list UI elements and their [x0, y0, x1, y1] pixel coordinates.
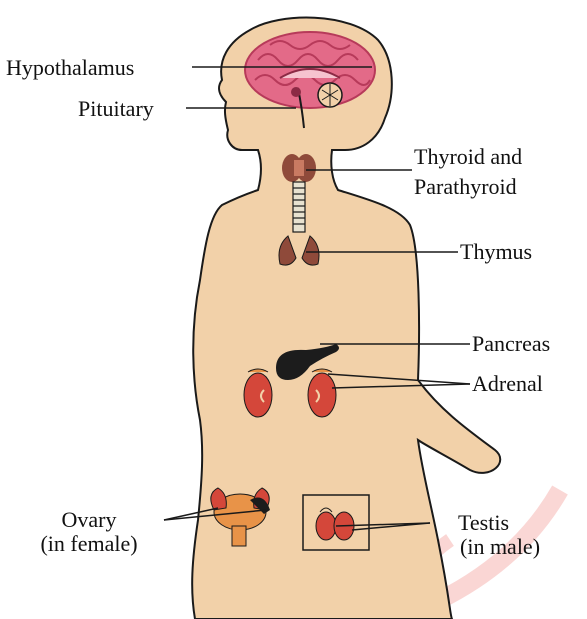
label-thyroid-parathyroid: Thyroid and Parathyroid — [414, 145, 522, 199]
label-testis-line1: Testis — [432, 511, 540, 535]
label-thyroid-line1: Thyroid and — [414, 145, 522, 169]
label-thymus: Thymus — [460, 240, 532, 264]
label-testis-line2: (in male) — [432, 535, 540, 559]
label-ovary: Ovary (in female) — [14, 508, 164, 556]
trachea — [293, 182, 305, 232]
label-ovary-line1: Ovary — [14, 508, 164, 532]
label-hypothalamus: Hypothalamus — [6, 56, 134, 80]
label-adrenal: Adrenal — [472, 372, 543, 396]
label-thyroid-line2: Parathyroid — [414, 175, 522, 199]
label-pancreas: Pancreas — [472, 332, 550, 356]
label-ovary-line2: (in female) — [14, 532, 164, 556]
label-pituitary: Pituitary — [78, 97, 154, 121]
label-testis: Testis (in male) — [432, 511, 540, 559]
thyroid-organ — [282, 154, 316, 182]
